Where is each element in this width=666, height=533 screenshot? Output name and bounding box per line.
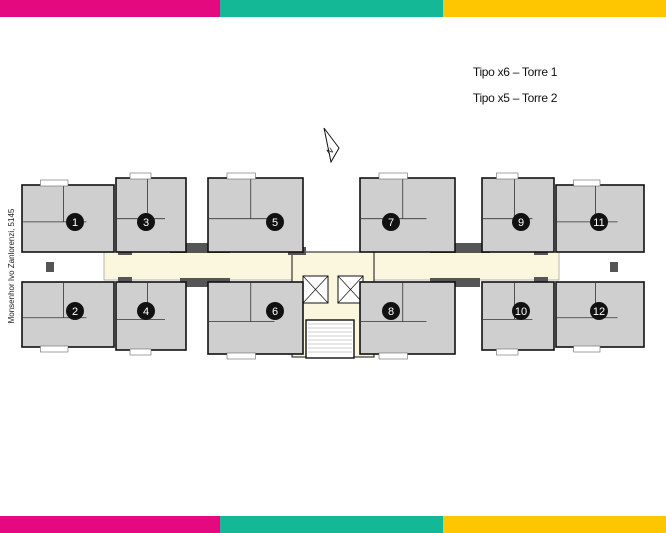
unit-4: 4	[115, 281, 187, 356]
teal-stripe	[220, 0, 443, 17]
unit-marker	[590, 213, 608, 231]
unit-5: 5	[207, 172, 304, 253]
magenta-stripe	[0, 516, 220, 533]
north-arrow-icon: N	[323, 127, 340, 164]
unit-marker	[66, 302, 84, 320]
unit-number: 4	[143, 306, 149, 318]
unit-number: 5	[272, 217, 278, 229]
unit-3: 3	[115, 172, 187, 253]
unit-number: 2	[72, 306, 78, 318]
unit-marker	[512, 302, 530, 320]
unit-number: 3	[143, 217, 149, 229]
unit-6: 6	[207, 281, 304, 360]
top-color-bar	[0, 0, 666, 17]
central-core	[291, 251, 375, 359]
unit-10: 10	[481, 281, 555, 356]
magenta-stripe	[0, 0, 220, 17]
compass-label: N	[325, 146, 335, 157]
unit-marker	[266, 213, 284, 231]
unit-8: 8	[359, 281, 456, 360]
yellow-stripe	[443, 0, 666, 17]
unit-number: 12	[593, 306, 605, 318]
unit-marker	[382, 213, 400, 231]
bottom-color-bar	[0, 516, 666, 533]
unit-7: 7	[359, 172, 456, 253]
unit-9: 9	[481, 172, 555, 253]
unit-marker	[66, 213, 84, 231]
unit-number: 11	[593, 217, 604, 229]
unit-number: 7	[388, 217, 394, 229]
yellow-stripe	[443, 516, 666, 533]
unit-marker	[266, 302, 284, 320]
teal-stripe	[220, 516, 443, 533]
stairwell	[305, 319, 355, 359]
unit-marker	[137, 213, 155, 231]
unit-marker	[382, 302, 400, 320]
unit-number: 10	[515, 306, 527, 318]
unit-11: 11	[555, 179, 645, 253]
unit-2: 2	[21, 281, 115, 353]
unit-number: 9	[518, 217, 524, 229]
legend-torre-2: Tipo x5 – Torre 2	[472, 91, 558, 105]
unit-number: 1	[72, 217, 78, 229]
unit-marker	[137, 302, 155, 320]
unit-marker	[512, 213, 530, 231]
unit-1: 1	[21, 179, 115, 253]
unit-12: 12	[555, 281, 645, 353]
unit-number: 8	[388, 306, 394, 318]
legend-torre-1: Tipo x6 – Torre 1	[472, 65, 558, 79]
unit-number: 6	[272, 306, 278, 318]
unit-marker	[590, 302, 608, 320]
